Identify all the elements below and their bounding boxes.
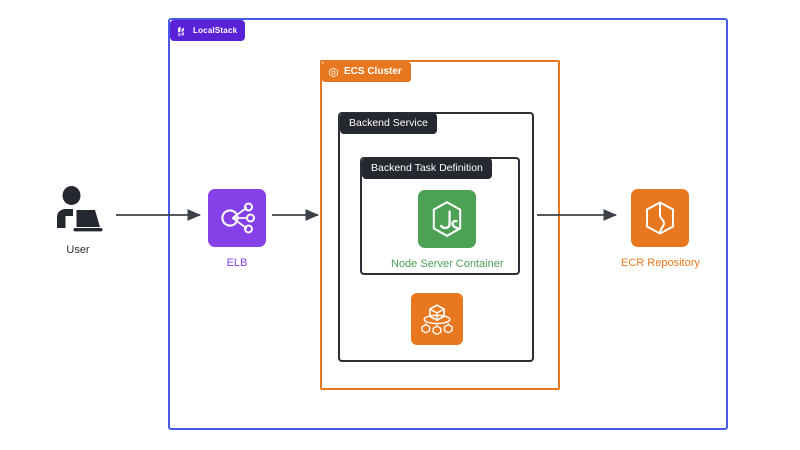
node-user-label: User [66, 244, 90, 256]
node-user[interactable]: User [51, 186, 105, 256]
ecr-repository-cube-icon [631, 189, 690, 247]
localstack-badge: LocalStack [170, 20, 246, 41]
ecs-task-container-icon [411, 293, 463, 345]
elastic-load-balancer-icon [208, 189, 266, 247]
node-server-container-label: Node Server Container [391, 258, 504, 270]
node-ecs-task[interactable] [411, 293, 463, 345]
nodejs-js-hexagon-icon [418, 190, 477, 248]
backend-service-boundary [338, 112, 534, 362]
user-at-laptop-icon [51, 186, 105, 234]
ecs-cluster-hexagon-icon [328, 67, 339, 78]
node-elb-label: ELB [226, 257, 248, 269]
ecs-cluster-badge: ECS Cluster [322, 62, 411, 82]
backend-task-definition-badge: Backend Task Definition [362, 158, 492, 179]
node-ecr-repository[interactable]: ECR Repository [621, 189, 700, 269]
ecs-cluster-badge-label: ECS Cluster [344, 66, 402, 77]
ecs-cluster-boundary [320, 60, 560, 390]
node-ecr-repository-label: ECR Repository [621, 257, 700, 269]
backend-service-badge-label: Backend Service [349, 117, 428, 130]
backend-service-badge: Backend Service [340, 113, 437, 134]
localstack-logo-icon [176, 25, 188, 37]
backend-task-definition-badge-label: Backend Task Definition [371, 162, 483, 175]
node-elb[interactable]: ELB [208, 189, 266, 269]
node-node-server-container[interactable]: Node Server Container [391, 190, 504, 270]
localstack-badge-label: LocalStack [193, 25, 238, 35]
localstack-boundary [168, 18, 728, 430]
